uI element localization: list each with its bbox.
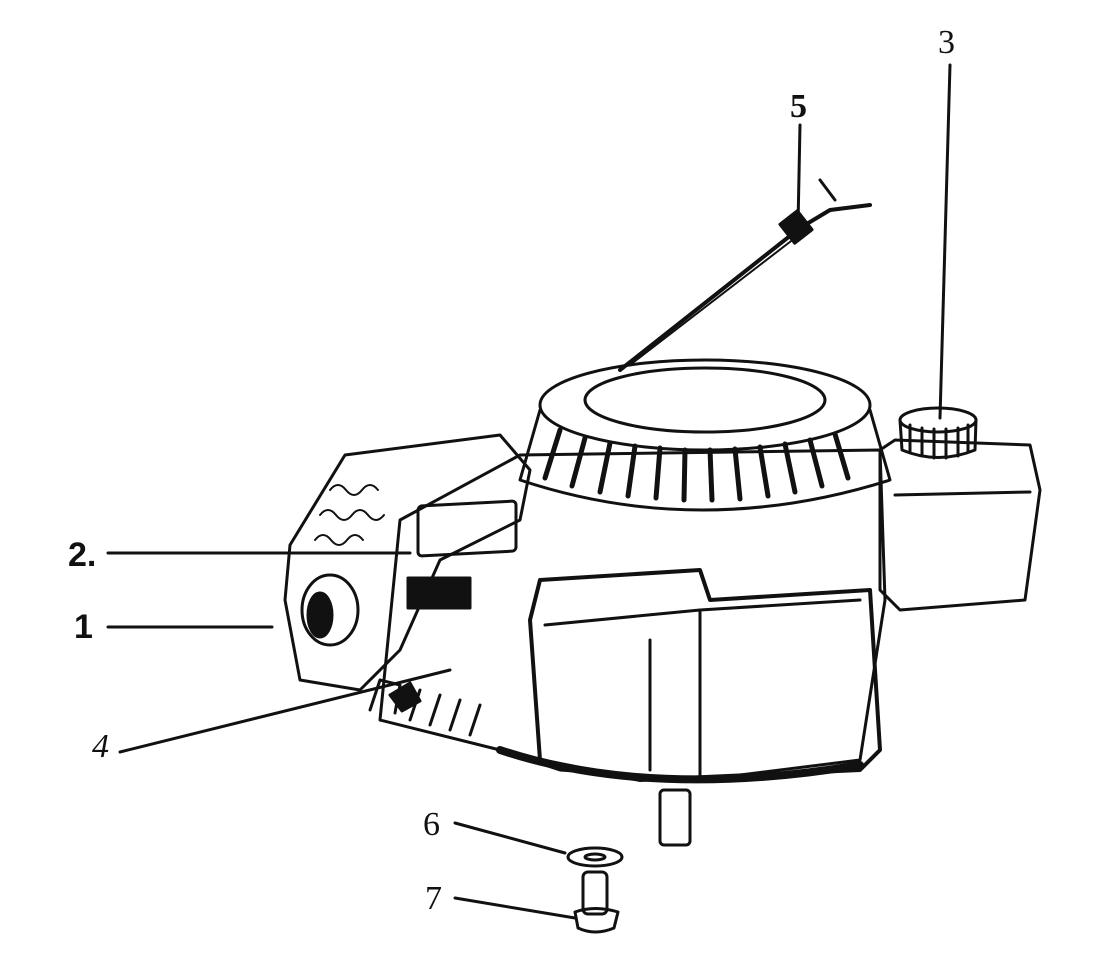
callout-5: 5 [790,88,807,125]
leader-lines [106,63,952,920]
decal-2 [416,499,518,558]
callout-7: 7 [425,880,442,917]
engine-block [283,433,532,692]
bolt [573,870,620,934]
recoil-starter [518,358,892,512]
callout-6: 6 [423,806,440,843]
washer [566,846,624,868]
callout-2: 2. [68,536,97,574]
fuel-cap [898,406,978,460]
callout-3: 3 [938,24,955,61]
throttle-cable [618,178,872,372]
callout-1: 1 [74,608,93,646]
label-plate-4 [406,576,472,610]
callout-4: 4 [92,728,109,765]
crankshaft [658,788,692,847]
fuel-tank [878,406,1042,612]
cylinder-cover [528,568,882,782]
